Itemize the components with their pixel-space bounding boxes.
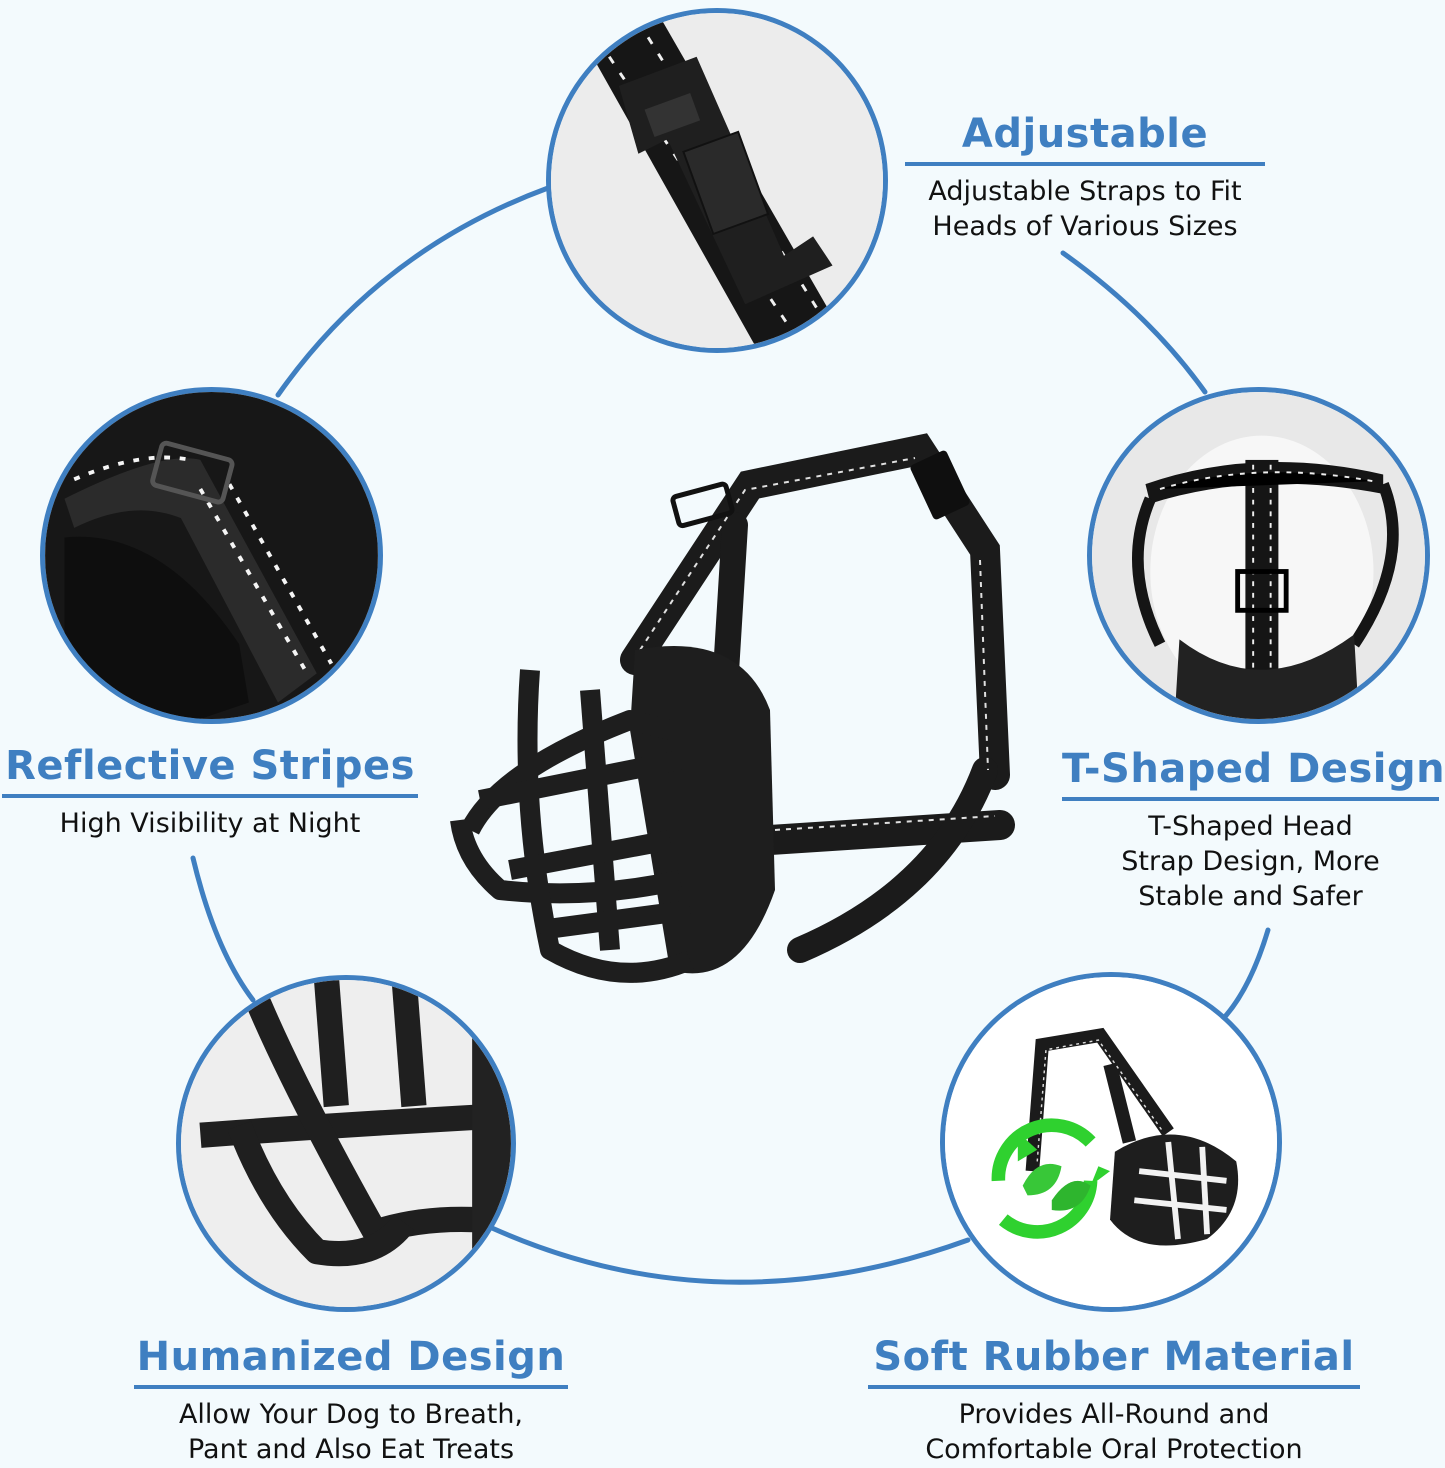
title-underline (905, 162, 1265, 166)
feature-description-line: High Visibility at Night (59, 808, 361, 839)
feature-description-line: Provides All-Round and (958, 1399, 1270, 1430)
adjustable-image-circle (546, 8, 888, 353)
muzzle-cage-closeup-icon (181, 980, 511, 1307)
feature-adjustable: Adjustable Adjustable Straps to Fit Head… (905, 110, 1265, 244)
feature-reflective: Reflective Stripes High Visibility at Ni… (2, 742, 418, 841)
feature-description-line: Strap Design, More (1121, 846, 1380, 877)
feature-description-line: Allow Your Dog to Breath, (178, 1399, 524, 1430)
feature-description-line: T-Shaped Head (1148, 811, 1353, 842)
title-underline (2, 794, 418, 798)
feature-humanized: Humanized Design Allow Your Dog to Breat… (134, 1333, 568, 1467)
feature-title: Reflective Stripes (5, 743, 415, 789)
black-silicone-basket-dog-muzzle-icon (450, 433, 1015, 983)
reflective-image-circle (40, 387, 383, 724)
feature-title: Soft Rubber Material (873, 1334, 1355, 1380)
feature-description-line: Stable and Safer (1138, 881, 1363, 912)
t-shaped-image-circle (1087, 387, 1430, 724)
feature-description-line: Adjustable Straps to Fit (928, 176, 1242, 207)
t-shaped-head-strap-icon (1092, 392, 1425, 719)
feature-description-line: Heads of Various Sizes (932, 211, 1238, 242)
feature-title: Adjustable (961, 111, 1209, 157)
muzzle-with-eco-leaf-icon (945, 977, 1277, 1307)
title-underline (868, 1385, 1360, 1389)
feature-description-line: Comfortable Oral Protection (925, 1434, 1303, 1465)
reflective-strap-at-night-icon (45, 392, 378, 719)
feature-title: T-Shaped Design (1062, 746, 1445, 792)
title-underline (1062, 797, 1439, 801)
soft-rubber-image-circle (940, 972, 1282, 1312)
title-underline (134, 1385, 568, 1389)
quick-release-buckle-strap-icon (551, 13, 883, 348)
feature-soft-rubber: Soft Rubber Material Provides All-Round … (868, 1333, 1360, 1467)
feature-description-line: Pant and Also Eat Treats (187, 1434, 515, 1465)
humanized-image-circle (176, 975, 516, 1312)
feature-title: Humanized Design (136, 1334, 566, 1380)
feature-t-shaped: T-Shaped Design T-Shaped Head Strap Desi… (1062, 745, 1445, 914)
eco-leaf-recycle-icon (991, 1118, 1111, 1239)
